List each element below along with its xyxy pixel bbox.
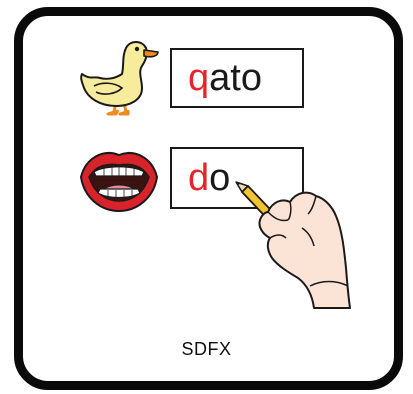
duck-beak — [143, 49, 159, 58]
word-2-rest: o — [209, 157, 231, 199]
duck-icon — [80, 41, 159, 116]
duck-leg — [118, 101, 130, 116]
duck-wing — [93, 82, 124, 95]
duck-leg — [106, 101, 120, 116]
duck-body — [80, 41, 148, 107]
word-1-rest: ato — [209, 57, 262, 99]
hand-writing-pencil-icon — [235, 181, 351, 309]
open-mouth-icon — [79, 152, 159, 213]
lower-teeth — [97, 188, 141, 199]
word-1-highlight-letter: q — [188, 57, 210, 99]
card-caption: SDFX — [181, 339, 232, 359]
word-2-highlight-letter: d — [188, 157, 210, 199]
hand — [258, 191, 351, 309]
duck-eye — [134, 46, 140, 52]
